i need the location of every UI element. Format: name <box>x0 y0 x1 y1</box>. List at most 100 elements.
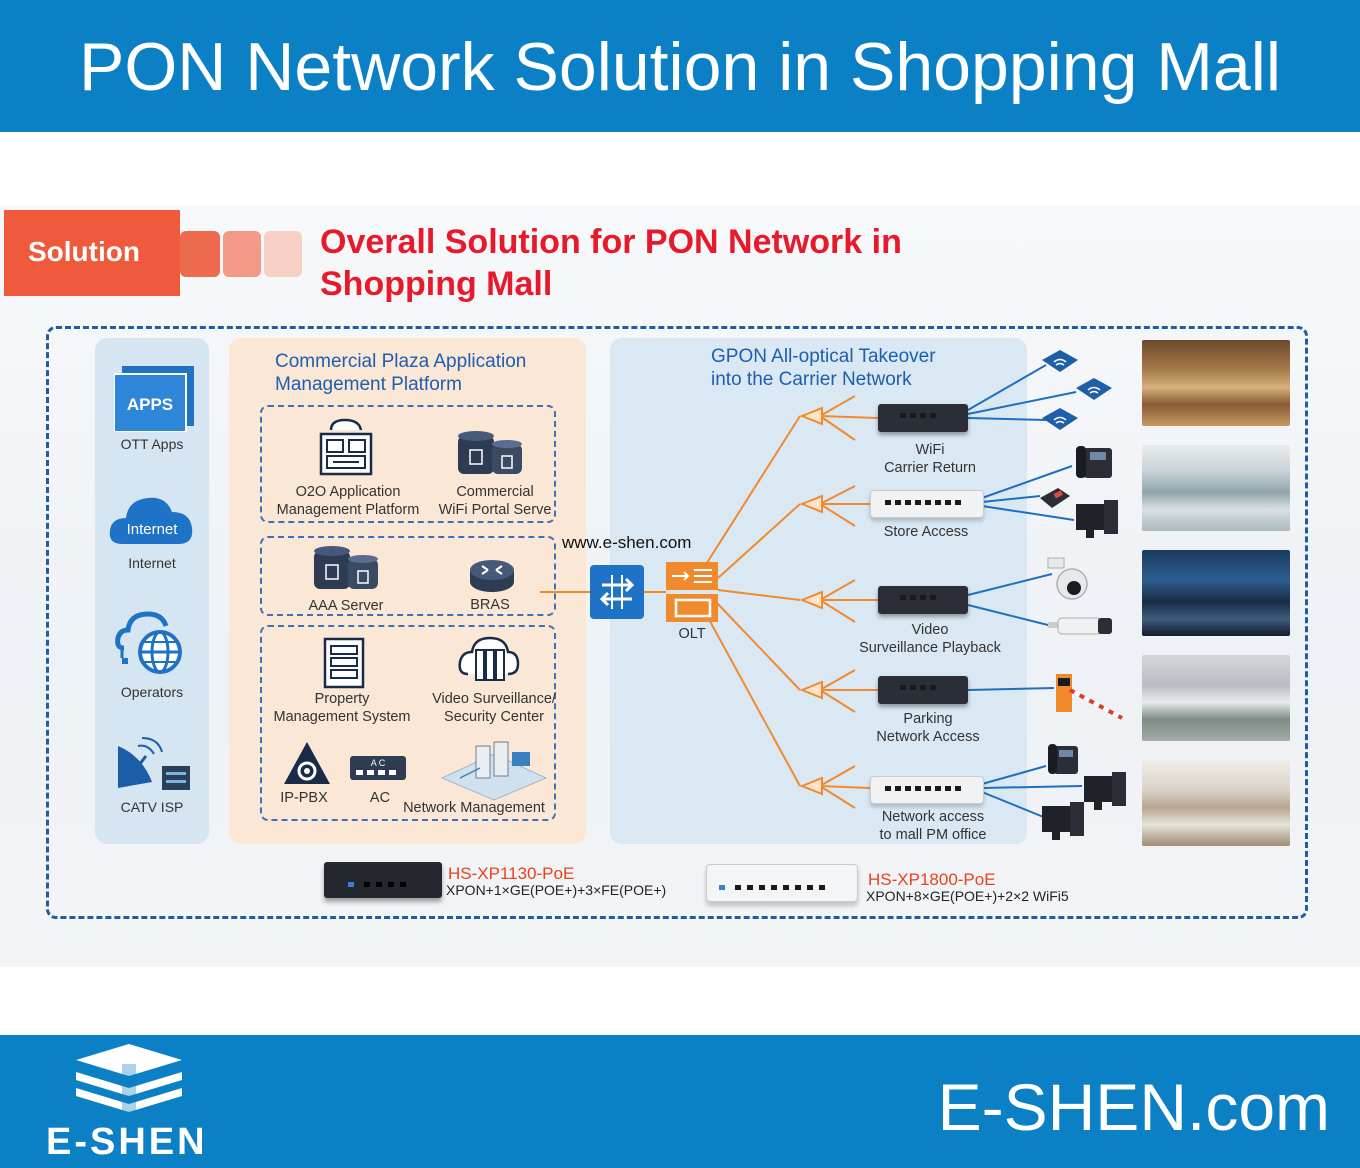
network-management-label: Network Management <box>403 800 545 816</box>
phone-icon <box>1076 446 1112 478</box>
computer-icon <box>1076 500 1118 538</box>
database-icon <box>314 546 378 589</box>
platform-title: Commercial Plaza Application Management … <box>275 350 575 396</box>
ac-label: AC <box>369 790 391 806</box>
wifi-ap-icon <box>1042 350 1078 372</box>
branch-label-line2: Surveillance Playback <box>859 640 1001 656</box>
top-banner <box>0 0 1360 132</box>
branch-label-office: Network access to mall PM office <box>858 808 1008 844</box>
splitter-icon <box>800 406 823 426</box>
onu-white-device <box>870 776 984 804</box>
product-model-xp1800: HS-XP1800-PoE <box>868 870 996 889</box>
diagram-title: Overall Solution for PON Network in Shop… <box>320 221 1020 305</box>
database-icon <box>458 431 522 474</box>
wifi-portal-label: Commercial WiFi Portal Serve <box>428 483 562 519</box>
solution-tab <box>4 210 180 296</box>
gpon-title-line2: into the Carrier Network <box>711 369 912 390</box>
operators-label: Operators <box>120 684 184 700</box>
computer-icon <box>1084 772 1126 810</box>
branch-label-line1: Store Access <box>883 524 969 540</box>
product-desc-xp1800: XPON+8×GE(POE+)+2×2 WiFi5 <box>866 888 1069 904</box>
property-label-line2: Management System <box>273 709 411 725</box>
product-desc-xp1130: XPON+1×GE(POE+)+3×FE(POE+) <box>446 882 667 898</box>
pos-terminal-icon <box>1040 488 1070 508</box>
platform-title-line1: Commercial Plaza Application <box>275 351 527 372</box>
satellite-dish-icon <box>118 737 190 790</box>
onu-dark-device <box>878 676 968 704</box>
property-label: Property Management System <box>264 690 420 726</box>
gpon-title: GPON All-optical Takeover into the Carri… <box>711 345 1011 391</box>
aaa-server-label: AAA Server <box>308 598 384 614</box>
branch-label-line2: to mall PM office <box>879 827 987 843</box>
wifi-portal-label-line1: Commercial <box>456 484 534 500</box>
triangle-gear-icon <box>284 742 330 784</box>
bras-label: BRAS <box>470 597 510 613</box>
branch-label-line2: Carrier Return <box>884 460 976 476</box>
branch-label-video: Video Surveillance Playback <box>850 621 1010 657</box>
onu-dark-device <box>878 586 968 614</box>
tab-decoration <box>264 231 302 277</box>
e-shen-logo-icon <box>76 1044 182 1112</box>
wifi-ap-icon <box>1042 408 1078 430</box>
branch-label-line1: Video <box>911 622 949 638</box>
branch-label-store: Store Access <box>856 523 996 541</box>
fiber-to-splitter-2 <box>717 503 801 579</box>
diagram-title-line2: Shopping Mall <box>320 265 553 303</box>
page-title: PON Network Solution in Shopping Mall <box>79 29 1281 105</box>
product-image-xp1130 <box>324 862 442 898</box>
splitter-icon <box>800 494 823 514</box>
cloud-icon: Internet <box>109 497 193 544</box>
ac-badge: A C <box>371 758 386 768</box>
fiber-to-splitter-3 <box>717 589 801 601</box>
branch-label-line2: Network Access <box>876 729 980 745</box>
brand-domain: E-SHEN.com <box>937 1070 1330 1144</box>
solution-frame <box>46 326 1308 919</box>
diagram-title-line1: Overall Solution for PON Network in <box>320 223 902 261</box>
ac-controller-icon: A C <box>350 756 406 780</box>
video-surveillance-label-line2: Security Center <box>444 709 544 725</box>
o2o-label-line1: O2O Application <box>295 484 401 500</box>
branch-label-line1: Network access <box>881 809 985 825</box>
server-rack-icon <box>323 637 365 689</box>
solution-tab-label: Solution <box>28 236 140 267</box>
fiber-to-splitter-4 <box>715 601 801 691</box>
product-model-xp1130: HS-XP1130-PoE <box>448 864 575 883</box>
fiber-to-splitter-1 <box>704 415 801 567</box>
branch-label-line1: WiFi <box>915 442 945 458</box>
logo-wordmark: E-SHEN <box>46 1121 208 1163</box>
ip-pbx-label: IP-PBX <box>280 790 328 806</box>
fiber-to-splitter-5 <box>705 613 801 787</box>
branch-label-parking: Parking Network Access <box>858 710 998 746</box>
video-surveillance-label-line1: Video Surveillance/ <box>432 691 556 707</box>
video-surveillance-label: Video Surveillance/ Security Center <box>426 690 562 726</box>
wifi-ap-icon <box>1076 378 1112 400</box>
dome-camera-icon <box>1047 557 1088 600</box>
computer-icon <box>1042 802 1084 840</box>
branch-label-line1: Parking <box>903 711 953 727</box>
scene-photo-store-floors <box>1142 445 1290 531</box>
splitter-icon <box>800 776 823 796</box>
scene-photo-parking <box>1142 655 1290 741</box>
bullet-camera-icon <box>1048 617 1112 635</box>
gpon-title-line1: GPON All-optical Takeover <box>711 346 936 367</box>
app-group-box <box>260 405 556 523</box>
branch-label-wifi: WiFi Carrier Return <box>860 441 1000 477</box>
onu-white-device <box>870 490 984 518</box>
tab-decoration <box>180 231 220 277</box>
wifi-portal-label-line2: WiFi Portal Serve <box>438 502 552 518</box>
product-image-xp1800 <box>706 864 858 902</box>
olt-label: OLT <box>678 626 706 642</box>
apps-badge: APPS <box>127 395 173 414</box>
globe-cloud-icon <box>115 611 182 674</box>
ott-apps-label: OTT Apps <box>120 436 184 452</box>
internet-badge: Internet <box>127 521 179 538</box>
scene-photo-mall-atrium <box>1142 340 1290 426</box>
scene-photo-office <box>1142 760 1290 846</box>
management-group-box <box>260 625 556 821</box>
property-label-line1: Property <box>314 691 370 707</box>
catv-isp-label: CATV ISP <box>120 799 184 815</box>
phone-icon <box>1048 744 1078 774</box>
scene-photo-monitoring-room <box>1142 550 1290 636</box>
bottom-banner <box>0 1035 1360 1168</box>
